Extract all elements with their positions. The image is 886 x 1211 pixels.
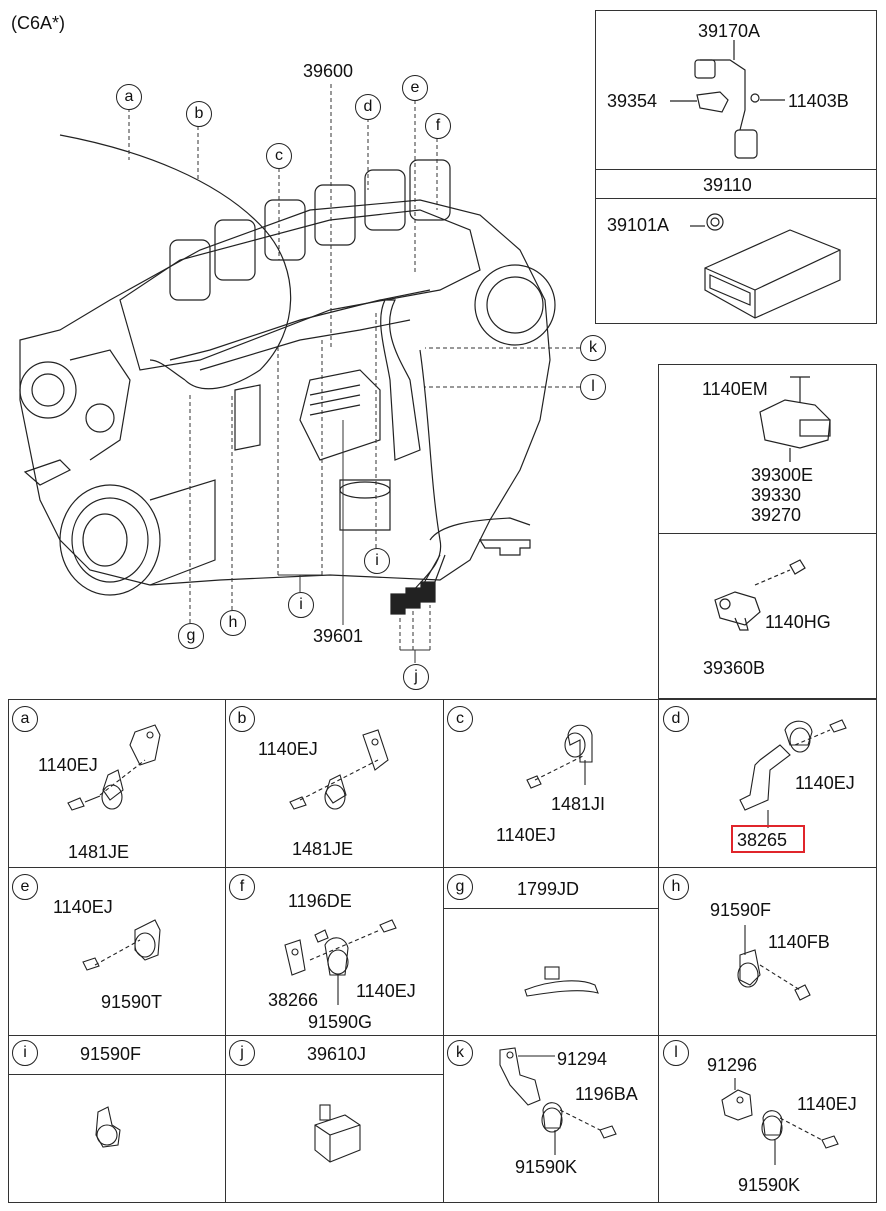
cell-e-part-1: 1140EJ <box>53 897 113 917</box>
variant-label: (C6A*) <box>11 13 66 33</box>
callout-b: b <box>186 101 212 127</box>
part-11403B: 11403B <box>788 91 849 111</box>
cell-f-part-4: 91590G <box>308 1012 373 1032</box>
part-1140EM: 1140EM <box>702 379 768 399</box>
cell-l-part-1: 91296 <box>707 1055 758 1075</box>
part-39600: 39600 <box>303 61 354 81</box>
part-39110: 39110 <box>703 175 752 195</box>
cell-j-key: j <box>229 1040 255 1066</box>
cell-c-part-1: 1481JI <box>551 794 606 814</box>
cell-g-key: g <box>447 874 473 900</box>
cell-k-part-3: 91590K <box>515 1157 578 1177</box>
callout-l: l <box>580 374 606 400</box>
callout-i-left: i <box>288 592 314 618</box>
cell-h-part-2: 1140FB <box>768 932 830 952</box>
cell-f-part-1: 1196DE <box>288 891 352 911</box>
cell-h-part-1: 91590F <box>710 900 772 920</box>
cell-k-key: k <box>447 1040 473 1066</box>
cell-c-key: c <box>447 706 473 732</box>
part-39354: 39354 <box>607 91 658 111</box>
cell-l <box>658 1035 877 1203</box>
cell-d-part-1: 1140EJ <box>795 773 855 793</box>
cell-b-part-1: 1140EJ <box>258 739 318 759</box>
cell-e-part-2: 91590T <box>101 992 163 1012</box>
box-39110 <box>595 198 877 324</box>
cell-f-part-2: 38266 <box>268 990 319 1010</box>
cell-g-title: 1799JD <box>517 879 580 899</box>
cell-b-key: b <box>229 706 255 732</box>
cell-a-part-1: 1140EJ <box>38 755 98 775</box>
cell-e-key: e <box>12 874 38 900</box>
cell-k-part-2: 1196BA <box>575 1084 638 1104</box>
cell-a-key: a <box>12 706 38 732</box>
cell-a-part-2: 1481JE <box>68 842 130 862</box>
part-39330: 39330 <box>751 485 802 505</box>
cell-b-part-2: 1481JE <box>292 839 354 859</box>
part-39170A: 39170A <box>698 21 761 41</box>
callout-e: e <box>402 75 428 101</box>
cell-f-key: f <box>229 874 255 900</box>
callout-k: k <box>580 335 606 361</box>
part-39270: 39270 <box>751 505 802 525</box>
cell-i-title: 91590F <box>80 1044 142 1064</box>
cell-l-key: l <box>663 1040 689 1066</box>
part-39601: 39601 <box>313 626 364 646</box>
part-39360B: 39360B <box>703 658 766 678</box>
cell-h-key: h <box>663 874 689 900</box>
callout-h: h <box>220 610 246 636</box>
cell-l-part-2: 1140EJ <box>797 1094 857 1114</box>
cell-j-title: 39610J <box>307 1044 367 1064</box>
highlight-box-38265 <box>731 825 805 853</box>
cell-k-part-1: 91294 <box>557 1049 608 1069</box>
callout-d: d <box>355 94 381 120</box>
box-39360B <box>658 533 877 699</box>
cell-f-part-3: 1140EJ <box>356 981 416 1001</box>
part-39300E: 39300E <box>751 465 814 485</box>
cell-i-key: i <box>12 1040 38 1066</box>
callout-a: a <box>116 84 142 110</box>
cell-c-part-2: 1140EJ <box>496 825 556 845</box>
part-39101A: 39101A <box>607 215 670 235</box>
cell-d-key: d <box>663 706 689 732</box>
cell-d-part-2: 38265 <box>737 830 788 850</box>
callout-c: c <box>266 143 292 169</box>
callout-j: j <box>403 664 429 690</box>
part-1140HG: 1140HG <box>765 612 831 632</box>
callout-g: g <box>178 623 204 649</box>
callout-i-right: i <box>364 548 390 574</box>
cell-l-part-3: 91590K <box>738 1175 801 1195</box>
cell-k <box>443 1035 659 1203</box>
callout-f: f <box>425 113 451 139</box>
